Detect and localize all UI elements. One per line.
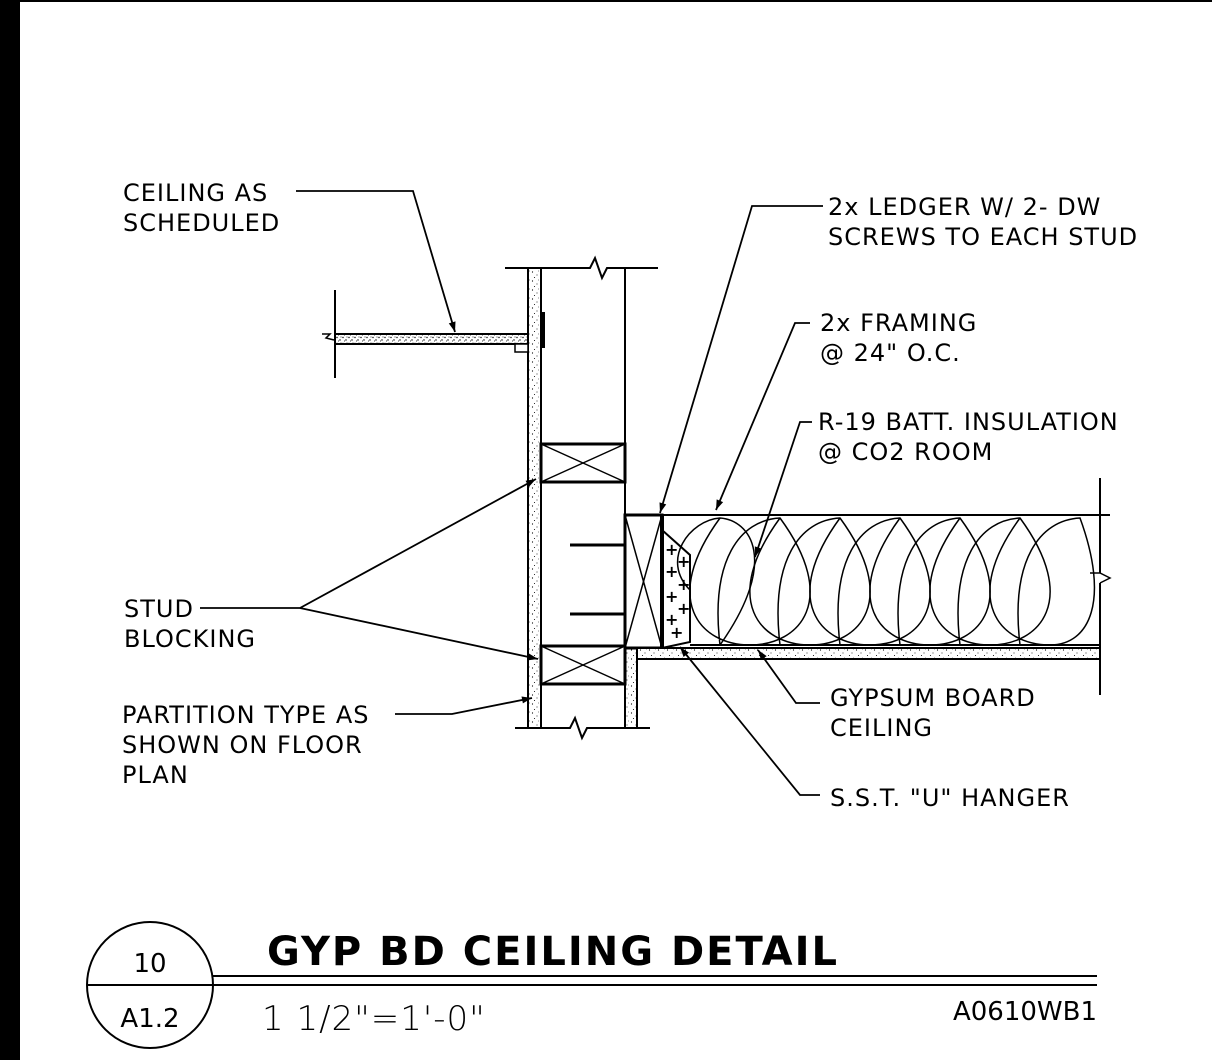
label-hanger: S.S.T. "U" HANGER: [830, 784, 1070, 812]
stud-blocking-upper: [539, 442, 627, 484]
left-ceiling: [322, 290, 545, 378]
label-partition-line3: PLAN: [122, 761, 189, 789]
detail-scale: 1 1/2"=1'-0": [262, 999, 486, 1039]
label-gypsum-line1: GYPSUM BOARD: [830, 684, 1036, 712]
svg-text:+: +: [665, 562, 678, 581]
label-insulation-line1: R-19 BATT. INSULATION: [818, 408, 1119, 436]
label-ledger-line1: 2x LEDGER W/ 2- DW: [828, 193, 1101, 221]
svg-text:+: +: [665, 540, 678, 559]
detail-title: GYP BD CEILING DETAIL: [267, 929, 839, 975]
svg-text:+: +: [665, 587, 678, 606]
svg-text:+: +: [665, 610, 678, 629]
label-insulation-line2: @ CO2 ROOM: [818, 438, 993, 466]
label-partition-line2: SHOWN ON FLOOR: [122, 731, 363, 759]
stud-blocking-lower: [539, 644, 627, 686]
label-stud-blocking-line1: STUD: [124, 595, 194, 623]
label-ceiling-line1: CEILING AS: [123, 179, 268, 207]
gypsum-board-ceiling: [636, 647, 1101, 660]
ledger: + + + + + + + +: [570, 513, 691, 650]
svg-text:+: +: [677, 575, 690, 594]
label-framing-line1: 2x FRAMING: [820, 309, 977, 337]
partition-wall: [505, 255, 658, 741]
label-partition-line1: PARTITION TYPE AS: [122, 701, 369, 729]
svg-text:+: +: [677, 552, 690, 571]
title-block: 10 A1.2 GYP BD CEILING DETAIL 1 1/2"=1'-…: [86, 921, 1097, 1049]
svg-text:+: +: [670, 623, 683, 642]
detail-number: 10: [133, 949, 166, 979]
label-ceiling-line2: SCHEDULED: [123, 209, 280, 237]
label-gypsum-line2: CEILING: [830, 714, 933, 742]
label-stud-blocking-line2: BLOCKING: [124, 625, 256, 653]
drawing-code: A0610WB1: [953, 997, 1097, 1027]
label-framing-line2: @ 24" O.C.: [820, 339, 961, 367]
ceiling-joist: [662, 478, 1112, 695]
label-ledger-line2: SCREWS TO EACH STUD: [828, 223, 1138, 251]
svg-text:+: +: [677, 599, 690, 618]
sheet-number: A1.2: [120, 1004, 179, 1034]
leaders: [200, 190, 823, 796]
